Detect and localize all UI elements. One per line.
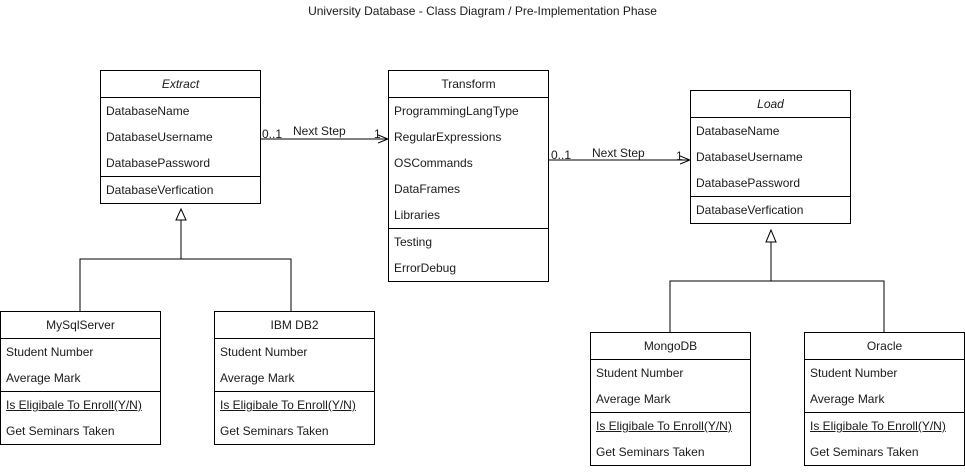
attribute: Average Mark xyxy=(220,371,295,385)
operations-section: DatabaseVerfication xyxy=(101,176,260,203)
attribute: Student Number xyxy=(220,345,308,359)
class-name: Load xyxy=(691,91,850,118)
class-name: Extract xyxy=(101,71,260,98)
operations-section: Is Eligibale To Enroll(Y/N) Get Seminars… xyxy=(1,391,160,444)
attribute: Student Number xyxy=(6,345,94,359)
multiplicity-transform-target: 1 xyxy=(374,127,381,141)
class-oracle[interactable]: Oracle Student Number Average Mark Is El… xyxy=(804,332,965,466)
attribute: DatabaseName xyxy=(696,124,780,138)
operation: Get Seminars Taken xyxy=(220,424,329,438)
operations-section: Is Eligibale To Enroll(Y/N) Get Seminars… xyxy=(215,391,374,444)
attribute: DatabaseName xyxy=(106,104,190,118)
attributes-section: Student Number Average Mark xyxy=(1,339,160,391)
operation: Testing xyxy=(394,235,433,249)
operations-section: DatabaseVerfication xyxy=(691,196,850,223)
attributes-section: ProgrammingLangType RegularExpressions O… xyxy=(389,98,548,228)
attribute: Average Mark xyxy=(596,392,671,406)
class-name: MongoDB xyxy=(591,333,750,360)
class-name: Oracle xyxy=(805,333,964,360)
attribute: DatabaseUsername xyxy=(106,130,213,144)
class-mysqlserver[interactable]: MySqlServer Student Number Average Mark … xyxy=(0,311,161,445)
attribute: DataFrames xyxy=(394,182,461,196)
attribute: DatabasePassword xyxy=(106,156,211,170)
multiplicity-transform-source: 0..1 xyxy=(551,148,572,162)
attribute: ProgrammingLangType xyxy=(394,104,519,118)
attribute: Libraries xyxy=(394,208,441,222)
class-ibm-db2[interactable]: IBM DB2 Student Number Average Mark Is E… xyxy=(214,311,375,445)
class-mongodb[interactable]: MongoDB Student Number Average Mark Is E… xyxy=(590,332,751,466)
class-name: IBM DB2 xyxy=(215,312,374,339)
association-label-extract-transform: Next Step xyxy=(293,124,346,138)
operation: Get Seminars Taken xyxy=(6,424,115,438)
operations-section: Is Eligibale To Enroll(Y/N) Get Seminars… xyxy=(805,412,964,465)
operation: Get Seminars Taken xyxy=(596,445,705,459)
attributes-section: Student Number Average Mark xyxy=(805,360,964,412)
attributes-section: Student Number Average Mark xyxy=(215,339,374,391)
operations-section: Is Eligibale To Enroll(Y/N) Get Seminars… xyxy=(591,412,750,465)
class-name: Transform xyxy=(389,71,548,98)
operation: Is Eligibale To Enroll(Y/N) xyxy=(220,398,356,412)
attribute: RegularExpressions xyxy=(394,130,502,144)
attribute: OSCommands xyxy=(394,156,473,170)
operation: Is Eligibale To Enroll(Y/N) xyxy=(6,398,142,412)
attribute: Average Mark xyxy=(6,371,81,385)
operation: DatabaseVerfication xyxy=(696,203,804,217)
attribute: DatabaseUsername xyxy=(696,150,803,164)
attribute: Average Mark xyxy=(810,392,885,406)
attributes-section: DatabaseName DatabaseUsername DatabasePa… xyxy=(101,98,260,176)
attribute: Student Number xyxy=(596,366,684,380)
operation: ErrorDebug xyxy=(394,261,457,275)
multiplicity-load-target: 1 xyxy=(676,149,683,163)
class-extract[interactable]: Extract DatabaseName DatabaseUsername Da… xyxy=(100,70,261,204)
generalization-extract xyxy=(79,207,292,311)
operations-section: Testing ErrorDebug xyxy=(389,228,548,281)
generalization-load xyxy=(669,228,885,332)
attribute: DatabasePassword xyxy=(696,176,801,190)
attributes-section: DatabaseName DatabaseUsername DatabasePa… xyxy=(691,118,850,196)
attribute: Student Number xyxy=(810,366,898,380)
association-label-transform-load: Next Step xyxy=(592,146,645,160)
operation: Is Eligibale To Enroll(Y/N) xyxy=(596,419,732,433)
class-transform[interactable]: Transform ProgrammingLangType RegularExp… xyxy=(388,70,549,282)
class-name: MySqlServer xyxy=(1,312,160,339)
operation: Is Eligibale To Enroll(Y/N) xyxy=(810,419,946,433)
diagram-title: University Database - Class Diagram / Pr… xyxy=(308,4,657,18)
class-load[interactable]: Load DatabaseName DatabaseUsername Datab… xyxy=(690,90,851,224)
attributes-section: Student Number Average Mark xyxy=(591,360,750,412)
multiplicity-extract-source: 0..1 xyxy=(262,127,283,141)
operation: DatabaseVerfication xyxy=(106,183,214,197)
operation: Get Seminars Taken xyxy=(810,445,919,459)
